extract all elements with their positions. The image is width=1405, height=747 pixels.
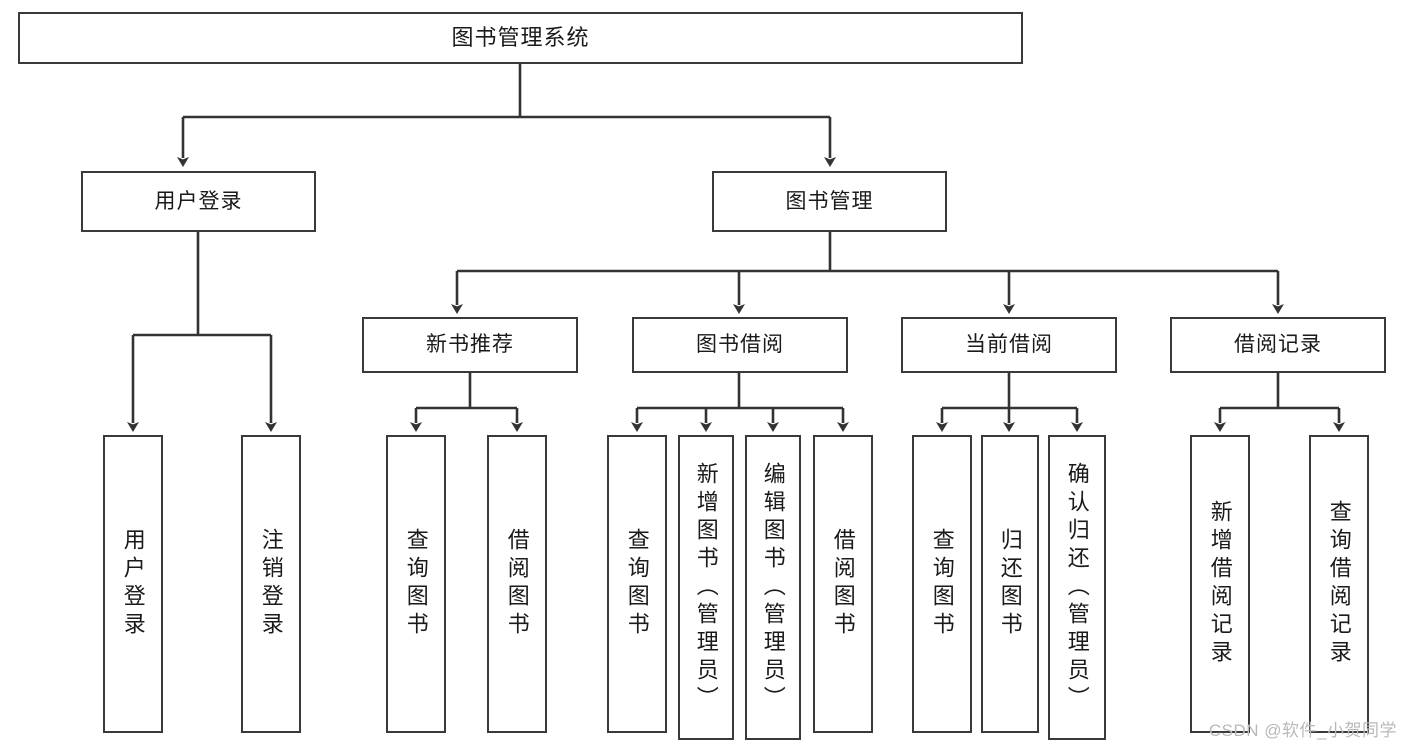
node-current-borrow[interactable]: 当前借阅 [901,317,1117,373]
node-leaf-query-book-3[interactable]: 查询图书 [912,435,972,733]
node-borrow-record-label: 借阅记录 [1234,333,1322,357]
node-leaf-add-book-admin-label: 新增图书（管理员） [693,461,719,714]
node-leaf-add-borrow-record-label: 新增借阅记录 [1207,500,1233,668]
node-leaf-return-book[interactable]: 归还图书 [981,435,1039,733]
node-leaf-confirm-return-admin[interactable]: 确认归还（管理员） [1048,435,1106,740]
node-leaf-borrow-book-2-label: 借阅图书 [830,528,856,640]
node-leaf-add-borrow-record[interactable]: 新增借阅记录 [1190,435,1250,733]
node-leaf-borrow-book-1[interactable]: 借阅图书 [487,435,547,733]
node-leaf-user-login[interactable]: 用户登录 [103,435,163,733]
node-leaf-user-login-label: 用户登录 [120,528,146,640]
node-new-book-recommend[interactable]: 新书推荐 [362,317,578,373]
node-book-borrow[interactable]: 图书借阅 [632,317,848,373]
node-leaf-logout-login[interactable]: 注销登录 [241,435,301,733]
node-leaf-return-book-label: 归还图书 [997,528,1023,640]
node-leaf-borrow-book-2[interactable]: 借阅图书 [813,435,873,733]
node-leaf-confirm-return-admin-label: 确认归还（管理员） [1064,461,1090,714]
node-leaf-add-book-admin[interactable]: 新增图书（管理员） [678,435,734,740]
node-current-borrow-label: 当前借阅 [965,333,1053,357]
node-leaf-query-book-1-label: 查询图书 [403,528,429,640]
node-book-manage[interactable]: 图书管理 [712,171,947,232]
node-leaf-query-book-3-label: 查询图书 [929,528,955,640]
node-leaf-edit-book-admin[interactable]: 编辑图书（管理员） [745,435,801,740]
watermark: CSDN @软件_小贺同学 [1208,721,1397,740]
node-leaf-query-borrow-record-label: 查询借阅记录 [1326,500,1352,668]
node-borrow-record[interactable]: 借阅记录 [1170,317,1386,373]
node-book-borrow-label: 图书借阅 [696,333,784,357]
node-root[interactable]: 图书管理系统 [18,12,1023,64]
node-user-login-label: 用户登录 [154,189,243,213]
node-leaf-query-borrow-record[interactable]: 查询借阅记录 [1309,435,1369,733]
node-user-login[interactable]: 用户登录 [81,171,316,232]
node-leaf-logout-login-label: 注销登录 [258,528,284,640]
node-leaf-edit-book-admin-label: 编辑图书（管理员） [760,461,786,714]
node-leaf-borrow-book-1-label: 借阅图书 [504,528,530,640]
node-leaf-query-book-2-label: 查询图书 [624,528,650,640]
node-leaf-query-book-1[interactable]: 查询图书 [386,435,446,733]
node-leaf-query-book-2[interactable]: 查询图书 [607,435,667,733]
node-root-label: 图书管理系统 [451,24,590,50]
node-book-manage-label: 图书管理 [785,189,874,213]
node-new-book-recommend-label: 新书推荐 [426,333,514,357]
